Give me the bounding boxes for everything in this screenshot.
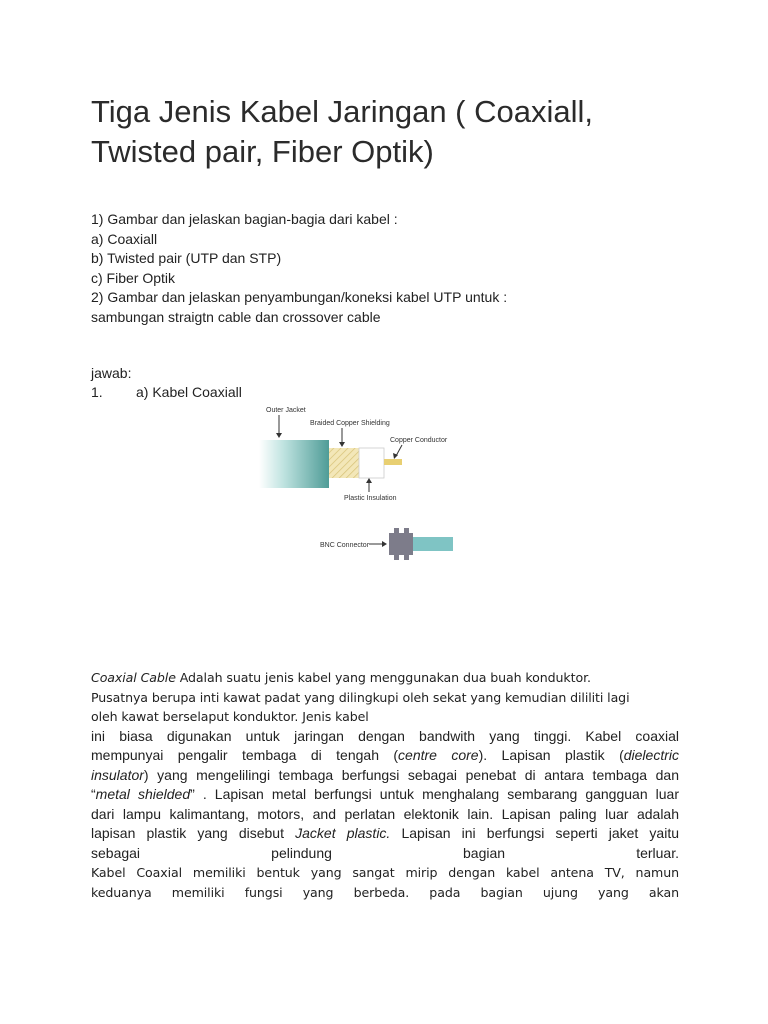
- paragraph-text: Adalah suatu jenis kabel yang menggunaka…: [175, 670, 591, 685]
- paragraph-text: lapisan plastik yang disebut: [91, 825, 296, 841]
- plastic-insulation-shape: [358, 447, 385, 479]
- paragraph-line: “metal shielded” . Lapisan metal berfung…: [91, 785, 679, 805]
- answer-label: jawab:: [91, 365, 132, 381]
- answer-heading: a) Kabel Coaxiall: [136, 384, 242, 400]
- paragraph-line: keduanya memiliki fungsi yang berbeda. p…: [91, 884, 679, 900]
- copper-conductor-shape: [384, 459, 402, 465]
- question-line: b) Twisted pair (UTP dan STP): [91, 250, 282, 267]
- label-copper-conductor: Copper Conductor: [390, 437, 448, 444]
- question-line: c) Fiber Optik: [91, 269, 176, 286]
- page-title: Tiga Jenis Kabel Jaringan ( Coaxiall, Tw…: [91, 94, 593, 169]
- paragraph-line: lapisan plastik yang disebut Jacket plas…: [91, 824, 679, 844]
- paragraph-text: “: [91, 786, 96, 802]
- term-metal-shielded: metal shielded: [95, 786, 191, 802]
- paragraph-line: Kabel Coaxial memiliki bentuk yang sanga…: [91, 865, 679, 880]
- question-line: a) Coaxiall: [91, 230, 158, 247]
- term-centre-core: centre core: [398, 747, 479, 763]
- question-line: sambungan straigtn cable dan crossover c…: [91, 308, 381, 325]
- paragraph-line: Coaxial Cable Adalah suatu jenis kabel y…: [91, 668, 679, 688]
- paragraph-line: dari lampu kalimantang, motors, and perl…: [91, 805, 679, 822]
- question-line: 1) Gambar dan jelaskan bagian-bagia dari…: [91, 211, 398, 227]
- paragraph-text: ) yang mengelilingi tembaga berfungsi se…: [143, 766, 679, 783]
- question-list: 1) Gambar dan jelaskan bagian-bagia dari…: [91, 210, 507, 328]
- paragraph-line: oleh kawat berselaput konduktor. Jenis k…: [91, 709, 369, 724]
- braided-shielding-shape: [329, 448, 359, 478]
- outer-jacket-shape: [259, 440, 329, 488]
- paragraph-line: ini biasa digunakan untuk jaringan denga…: [91, 727, 679, 744]
- paragraph-line: Pusatnya berupa inti kawat padat yang di…: [91, 689, 630, 705]
- paragraph-line: mempunyai pengalir tembaga di tengah (ce…: [91, 746, 679, 766]
- paragraph-line: insulator) yang mengelilingi tembaga ber…: [91, 766, 679, 786]
- label-outer-jacket: Outer Jacket: [266, 407, 306, 414]
- paragraph-line: sebagai pelindung bagian terluar.: [91, 844, 679, 861]
- label-bnc-connector: BNC Connector: [320, 542, 370, 549]
- bnc-connector-shape: [389, 528, 453, 560]
- coaxial-paragraph: Coaxial Cable Adalah suatu jenis kabel y…: [91, 668, 679, 902]
- term-coaxial-cable: Coaxial Cable: [91, 670, 176, 685]
- label-plastic-insulation: Plastic Insulation: [344, 495, 397, 502]
- answer-number: 1.: [91, 384, 103, 400]
- term-jacket-plastic: Jacket plastic.: [295, 825, 391, 841]
- paragraph-text: ). Lapisan plastik (: [478, 747, 624, 763]
- label-braided-shielding: Braided Copper Shielding: [310, 420, 390, 427]
- coaxial-cable-diagram: Outer Jacket Braided Copper Shielding Co…: [259, 407, 453, 560]
- term-dielectric: dielectric: [623, 747, 679, 763]
- paragraph-text: Lapisan ini berfungsi seperti jaket yait…: [390, 825, 679, 841]
- answer-heading-row: 1. a) Kabel Coaxiall: [91, 383, 242, 402]
- term-insulator: insulator: [91, 766, 144, 783]
- paragraph-text: mempunyai pengalir tembaga di tengah (: [91, 747, 399, 763]
- paragraph-text: ” . Lapisan metal berfungsi untuk mengha…: [190, 786, 679, 802]
- question-line: 2) Gambar dan jelaskan penyambungan/kone…: [91, 289, 508, 306]
